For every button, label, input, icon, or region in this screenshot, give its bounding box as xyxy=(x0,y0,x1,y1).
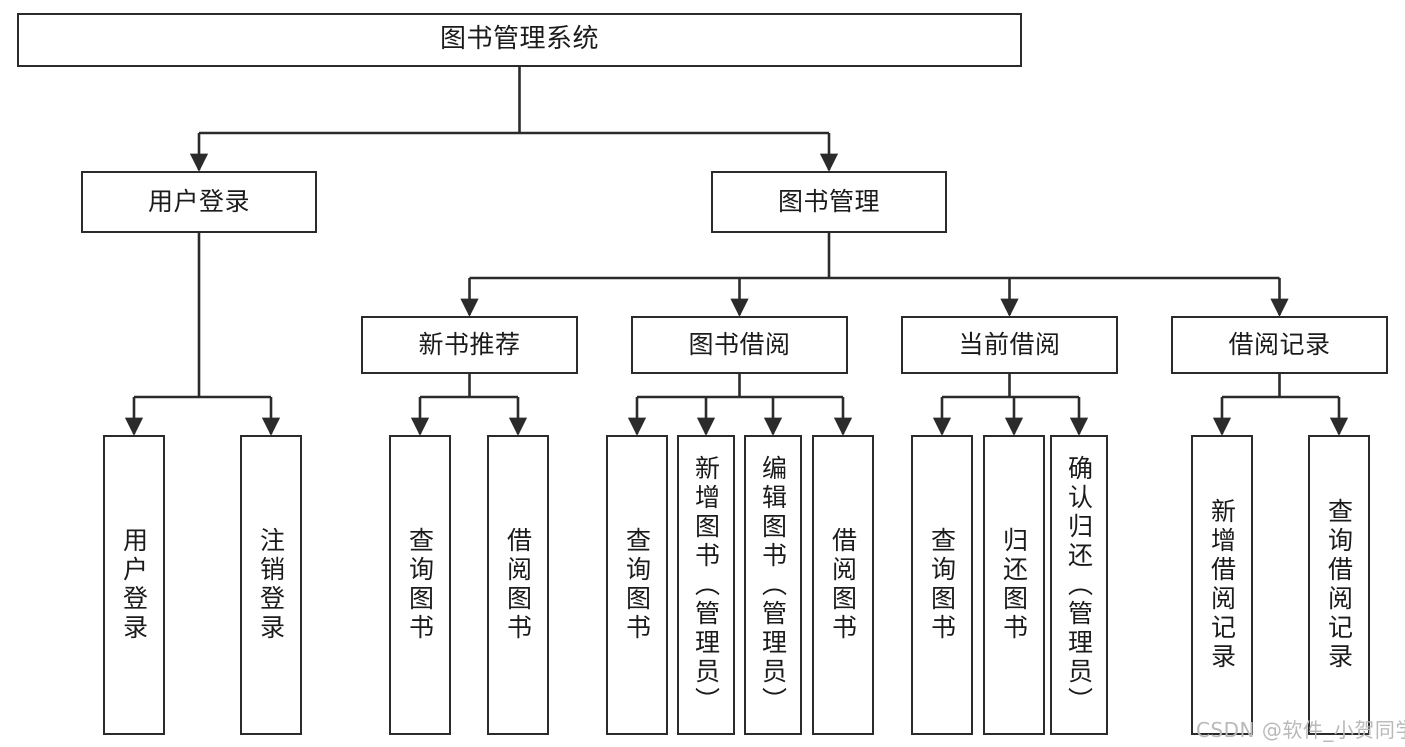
node-borrow-record-label: 借阅记录 xyxy=(1228,329,1331,359)
node-leaf-return-book[interactable]: 归还图书 xyxy=(983,435,1045,735)
watermark: CSDN @软件_小贺同学 xyxy=(1196,718,1405,742)
node-leaf-confirm-return-admin-label: 确认归还（管理员） xyxy=(1064,454,1094,716)
node-leaf-logout-label: 注销登录 xyxy=(256,527,286,643)
node-leaf-query-book-3-label: 查询图书 xyxy=(927,527,957,643)
node-leaf-query-book-1-label: 查询图书 xyxy=(405,527,435,643)
node-leaf-user-login[interactable]: 用户登录 xyxy=(103,435,165,735)
node-leaf-query-book-3[interactable]: 查询图书 xyxy=(911,435,973,735)
node-user-login[interactable]: 用户登录 xyxy=(81,171,317,233)
node-book-manage[interactable]: 图书管理 xyxy=(711,171,947,233)
node-leaf-borrow-book-2-label: 借阅图书 xyxy=(828,527,858,643)
node-leaf-add-record-label: 新增借阅记录 xyxy=(1207,498,1237,672)
node-leaf-confirm-return-admin[interactable]: 确认归还（管理员） xyxy=(1050,435,1108,735)
node-current-borrow-label: 当前借阅 xyxy=(958,329,1061,359)
node-leaf-edit-book-admin[interactable]: 编辑图书（管理员） xyxy=(744,435,802,735)
node-leaf-add-book-admin-label: 新增图书（管理员） xyxy=(691,454,721,716)
node-root-label: 图书管理系统 xyxy=(439,24,599,55)
node-leaf-user-login-label: 用户登录 xyxy=(119,527,149,643)
node-book-manage-label: 图书管理 xyxy=(777,186,880,216)
node-leaf-query-book-2[interactable]: 查询图书 xyxy=(606,435,668,735)
node-user-login-label: 用户登录 xyxy=(147,186,250,216)
node-leaf-edit-book-admin-label: 编辑图书（管理员） xyxy=(758,454,788,716)
node-root[interactable]: 图书管理系统 xyxy=(17,13,1022,67)
node-current-borrow[interactable]: 当前借阅 xyxy=(901,316,1118,374)
node-leaf-borrow-book-1[interactable]: 借阅图书 xyxy=(487,435,549,735)
node-new-book-recommend-label: 新书推荐 xyxy=(418,329,521,359)
node-leaf-borrow-book-1-label: 借阅图书 xyxy=(503,527,533,643)
node-leaf-query-record-label: 查询借阅记录 xyxy=(1324,498,1354,672)
node-leaf-add-record[interactable]: 新增借阅记录 xyxy=(1191,435,1253,735)
node-leaf-query-book-2-label: 查询图书 xyxy=(622,527,652,643)
node-book-borrow-label: 图书借阅 xyxy=(688,329,791,359)
node-leaf-return-book-label: 归还图书 xyxy=(999,527,1029,643)
node-leaf-add-book-admin[interactable]: 新增图书（管理员） xyxy=(677,435,735,735)
node-leaf-borrow-book-2[interactable]: 借阅图书 xyxy=(812,435,874,735)
node-leaf-query-record[interactable]: 查询借阅记录 xyxy=(1308,435,1370,735)
node-book-borrow[interactable]: 图书借阅 xyxy=(631,316,848,374)
node-borrow-record[interactable]: 借阅记录 xyxy=(1171,316,1388,374)
node-new-book-recommend[interactable]: 新书推荐 xyxy=(361,316,578,374)
node-leaf-logout[interactable]: 注销登录 xyxy=(240,435,302,735)
node-leaf-query-book-1[interactable]: 查询图书 xyxy=(389,435,451,735)
